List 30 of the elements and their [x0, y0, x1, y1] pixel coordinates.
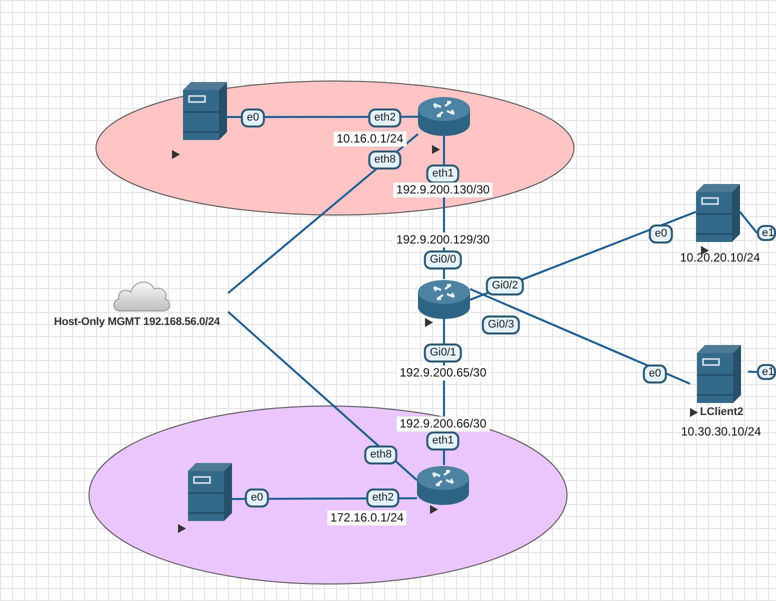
- node-name: LClient2: [700, 406, 744, 418]
- ip-address-label: 192.9.200.129/30: [393, 232, 493, 248]
- connection-line: [748, 370, 758, 373]
- ip-address-label: 192.9.200.130/30: [393, 182, 493, 198]
- interface-label: e1: [757, 225, 776, 241]
- ip-address-label: 10.16.0.1/24: [334, 132, 406, 146]
- interface-label: Gi0/2: [486, 276, 524, 296]
- ip-address-label: 10.20.20.10/24: [678, 250, 762, 266]
- ip-address-label: 10.30.30.10/24: [680, 424, 762, 440]
- ip-address-label: 172.16.0.1/24: [327, 510, 407, 526]
- connection-line: [739, 211, 758, 234]
- interface-label: e0: [244, 488, 270, 508]
- interface-label: eth8: [368, 150, 402, 170]
- interface-label: eth1: [426, 432, 460, 450]
- interface-label: Gi0/0: [424, 250, 462, 270]
- cloud-label: Host-Only MGMT 192.168.56.0/24: [54, 316, 220, 328]
- ip-address-label: 192.9.200.65/30: [396, 366, 490, 380]
- connection-line: [227, 311, 418, 481]
- connection-line: [470, 288, 690, 385]
- connection-line: [227, 133, 419, 294]
- interface-label: Gi0/3: [482, 316, 520, 334]
- interface-label: e0: [648, 224, 674, 244]
- interface-label: e1: [757, 364, 776, 380]
- interface-label: e0: [642, 364, 668, 384]
- interface-label: eth2: [366, 488, 400, 508]
- interface-label: Gi0/1: [424, 344, 462, 362]
- ip-address-label: 192.9.200.66/30: [396, 416, 490, 432]
- interface-label: e0: [240, 108, 266, 128]
- interface-label: eth8: [364, 446, 398, 464]
- interface-label: eth2: [368, 108, 402, 128]
